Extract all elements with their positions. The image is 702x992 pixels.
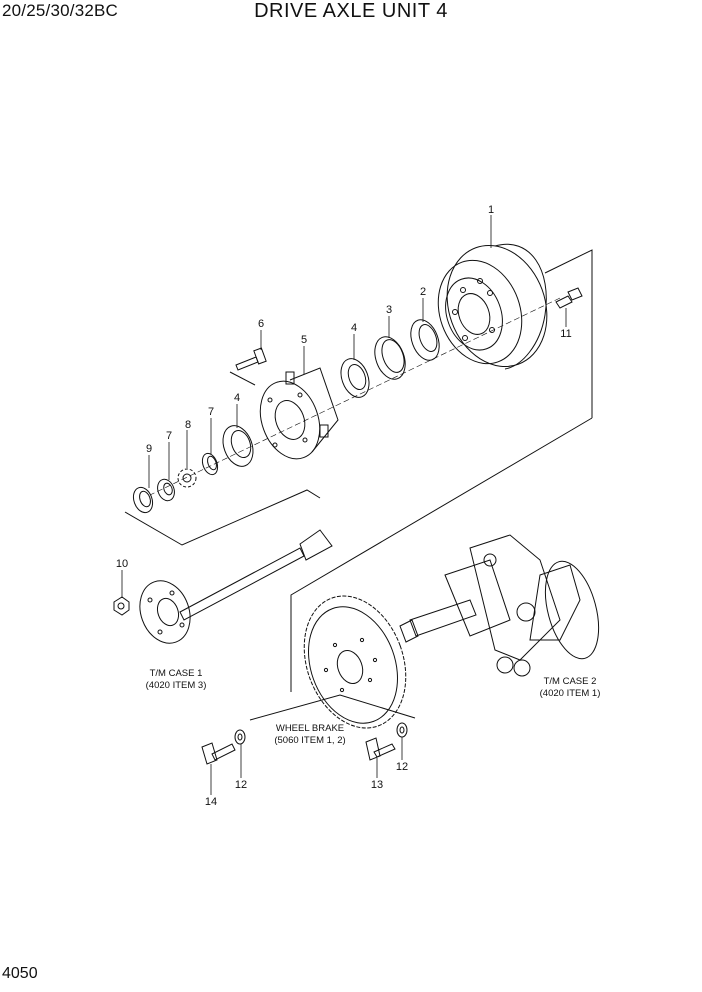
ref-tm-case-2-title: T/M CASE 2	[544, 676, 597, 687]
callout-7b: 7	[166, 430, 172, 442]
bolt-part-6	[235, 347, 267, 371]
axle-shaft	[139, 529, 333, 644]
callout-5: 5	[301, 334, 307, 346]
seal-part-2	[410, 319, 440, 361]
callout-4b: 4	[234, 392, 240, 404]
bolt-part-11	[555, 287, 583, 309]
hub-part-5	[259, 367, 339, 460]
callout-6: 6	[258, 318, 264, 330]
nut-part-10	[113, 596, 130, 616]
bracket-seals	[124, 489, 321, 546]
ring-part-3	[374, 336, 406, 380]
ring-part-7a	[201, 452, 219, 476]
callout-3: 3	[386, 304, 392, 316]
callout-2: 2	[420, 286, 426, 298]
callout-9: 9	[146, 443, 152, 455]
callout-8: 8	[185, 419, 191, 431]
bolt-bracket-6	[229, 371, 256, 386]
callout-7a: 7	[208, 406, 214, 418]
model-label: 20/25/30/32BC	[2, 1, 119, 20]
bolt-part-13	[365, 737, 396, 761]
assembly-boundary-lower	[290, 417, 593, 692]
washer-part-12a	[234, 729, 246, 745]
page-number: 4050	[2, 965, 38, 982]
ref-tm-case-1-item: (4020 ITEM 3)	[146, 680, 207, 691]
wheel-brake-leader	[249, 694, 416, 721]
callout-1: 1	[488, 204, 494, 216]
callout-12b: 12	[396, 761, 408, 773]
callout-11: 11	[560, 328, 571, 340]
bearing-part-4b	[222, 425, 254, 467]
ref-wheel-brake-item: (5060 ITEM 1, 2)	[274, 735, 345, 746]
callout-10: 10	[116, 558, 128, 570]
lock-washer-part-8	[177, 468, 197, 488]
wheel-brake-plate	[303, 595, 407, 729]
assembly-boundary-upper	[544, 249, 593, 418]
ref-tm-case-2-item: (4020 ITEM 1)	[540, 688, 601, 699]
callout-13: 13	[371, 779, 383, 791]
callout-12a: 12	[235, 779, 247, 791]
washer-part-12b	[396, 722, 408, 738]
ref-tm-case-1-title: T/M CASE 1	[150, 668, 203, 679]
page-title: DRIVE AXLE UNIT 4	[254, 0, 448, 22]
brake-drum-part	[437, 243, 548, 370]
callout-4a: 4	[351, 322, 357, 334]
bearing-part-4a	[340, 358, 370, 398]
bolt-part-14	[201, 742, 236, 765]
ref-wheel-brake-title: WHEEL BRAKE	[276, 723, 344, 734]
transmission-case-2	[399, 534, 600, 677]
callout-14: 14	[205, 796, 217, 808]
ring-part-7b	[157, 478, 175, 502]
seal-part-9	[132, 486, 154, 514]
